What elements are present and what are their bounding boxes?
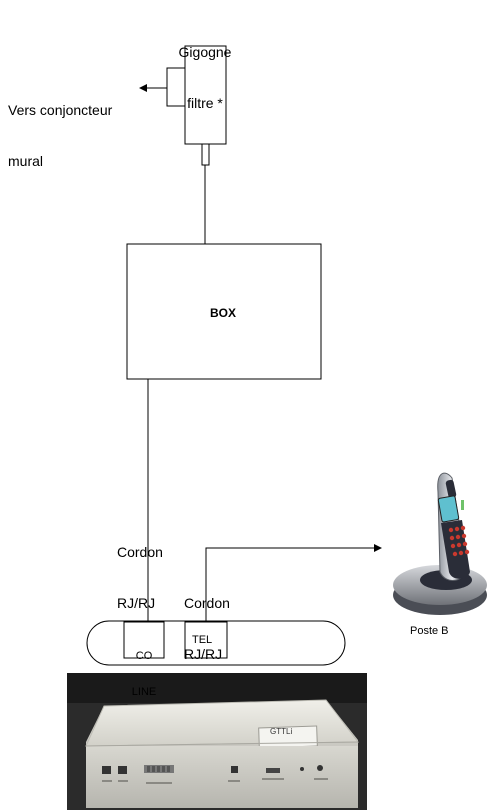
box-label: BOX (210, 306, 237, 320)
cordon1-line1: Cordon (117, 544, 163, 560)
gigogne-filter (166, 45, 227, 166)
device-brand-label: GTTLi (270, 727, 293, 736)
box-rect (126, 243, 322, 380)
cordon1-line2: RJ/RJ (117, 595, 156, 611)
co-line-label: CO LINE (124, 626, 164, 710)
tel-label: TEL (192, 634, 213, 646)
gigogne-label-line2: filtre * (187, 95, 223, 111)
cordless-phone-image (393, 472, 487, 615)
vers-label-line1: Vers conjoncteur (8, 102, 113, 118)
tel-port (184, 621, 228, 659)
cordon-label-2: Cordon RJ/RJ (184, 561, 230, 680)
gigogne-label-line1: Gigogne (178, 44, 232, 60)
cordon-label-1: Cordon RJ/RJ (117, 510, 163, 629)
wire-tel-phone (205, 544, 382, 622)
co-line-text2: LINE (131, 686, 157, 698)
co-line-text1: CO (135, 650, 153, 662)
cordon2-line2: RJ/RJ (184, 646, 223, 662)
gigogne-label: Gigogne filtre * (165, 10, 245, 129)
vers-label-line2: mural (8, 153, 44, 169)
co-line-port (123, 621, 165, 659)
poste-b-label: Poste B (410, 625, 449, 637)
vers-conjoncteur-label: Vers conjoncteur mural (8, 68, 112, 187)
cordon2-line1: Cordon (184, 595, 230, 611)
device-photo (67, 673, 367, 810)
